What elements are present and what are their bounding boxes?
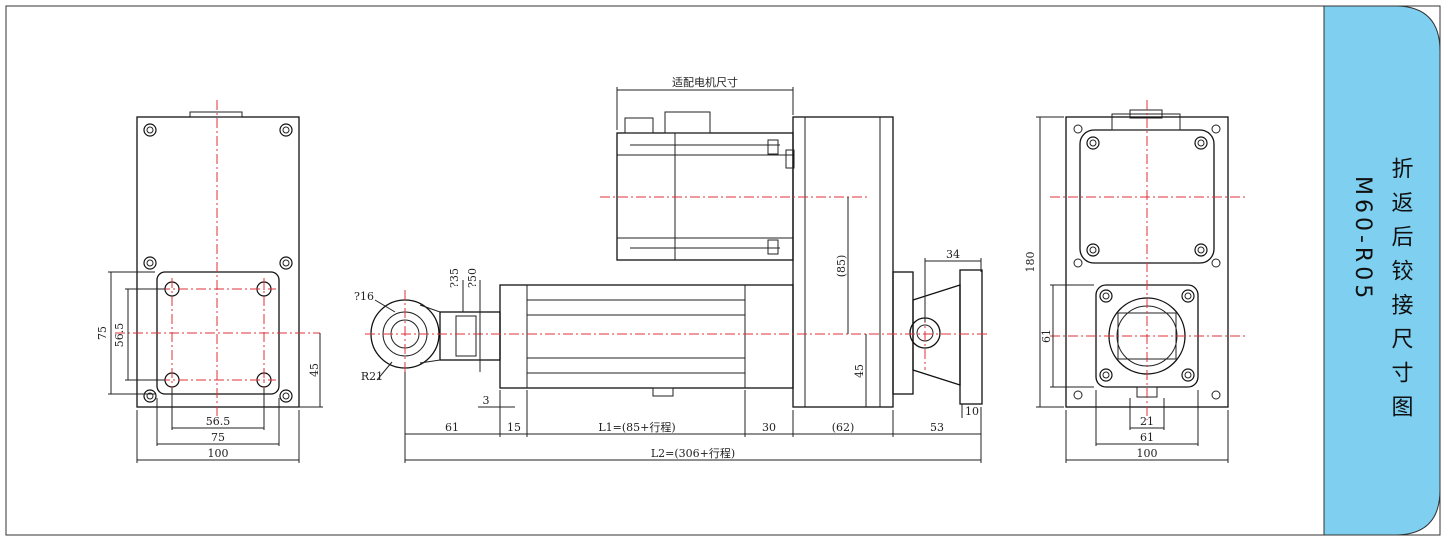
dim-width-56: 56.5	[206, 415, 231, 428]
dim-height-180: 180	[1024, 252, 1037, 273]
front-view: 100 75 56.5 75 56.5 45	[96, 100, 323, 463]
dim-61: 61	[445, 421, 459, 434]
dim-l1: L1=(85+行程)	[598, 421, 675, 434]
title-panel	[1323, 5, 1441, 536]
label-motor-size: 适配电机尺寸	[672, 75, 738, 89]
dim-30: 30	[762, 421, 776, 434]
dim-r21: R21	[361, 370, 383, 383]
screw-icon	[143, 123, 293, 403]
rear-view: 180 61 21 61 100	[1024, 100, 1245, 463]
dim-10: 10	[965, 405, 979, 418]
dim-height-45: 45	[308, 363, 321, 377]
model-number: M60-R05	[1350, 176, 1375, 302]
side-view: 适配电机尺寸 ?16 R21 ?35 ?50 3 61 15 L1=(85+行程…	[354, 75, 990, 463]
dim-15: 15	[507, 421, 521, 434]
dim-width-100: 100	[208, 447, 229, 460]
dim-85: (85)	[835, 255, 848, 278]
dim-53: 53	[930, 421, 944, 434]
dim-height-75: 75	[96, 326, 109, 340]
dim-width-75: 75	[211, 431, 225, 444]
dim-height-56: 56.5	[113, 323, 126, 348]
dim-width-21: 21	[1140, 415, 1154, 428]
dim-34: 34	[946, 248, 960, 261]
drawing-title: 折返后铰接尺寸图	[1388, 157, 1414, 417]
screw-icon	[1086, 136, 1208, 382]
dim-45: 45	[853, 364, 866, 378]
dim-d35: ?35	[448, 268, 461, 288]
dim-width-100r: 100	[1137, 447, 1158, 460]
dim-l2: L2=(306+行程)	[651, 447, 735, 460]
dim-d50: ?50	[466, 268, 479, 288]
dim-d16: ?16	[354, 290, 374, 303]
dim-3: 3	[483, 394, 490, 407]
dim-62: (62)	[832, 421, 855, 434]
dim-width-61: 61	[1140, 431, 1154, 444]
mount-hole-icon	[164, 281, 272, 388]
dim-height-61: 61	[1040, 329, 1053, 343]
